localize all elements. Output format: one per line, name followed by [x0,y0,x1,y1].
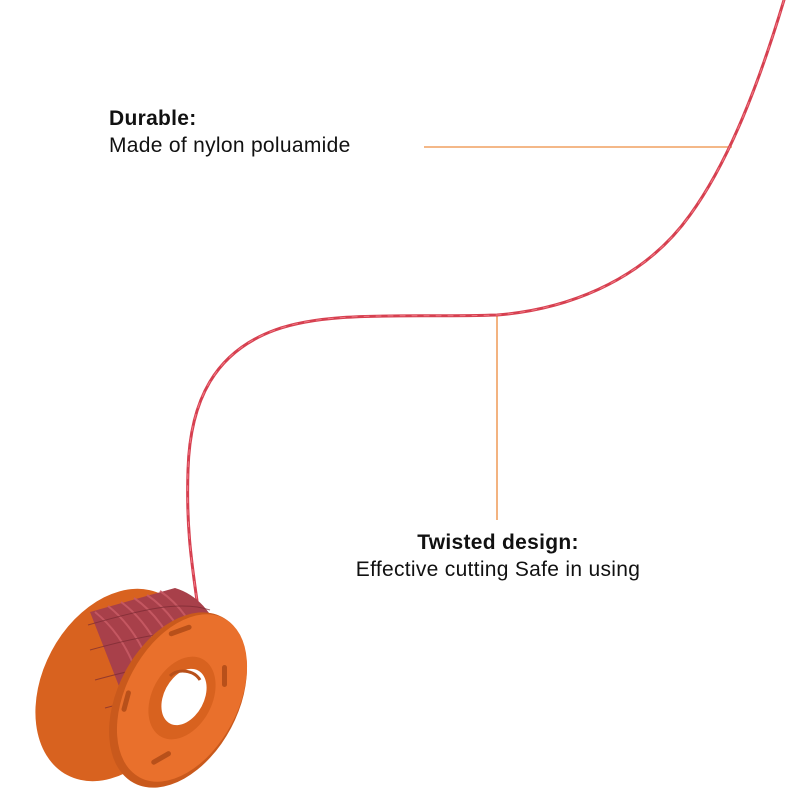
nylon-line-strand [186,0,786,617]
twisted-description: Effective cutting Safe in using [355,558,641,581]
durable-callout: Durable: Made of nylon poluamide [109,105,351,159]
twisted-title: Twisted design: [417,531,579,554]
durable-title: Durable: [109,107,197,130]
twisted-callout: Twisted design: Effective cutting Safe i… [300,529,696,583]
spool-hub-hole [161,668,207,726]
spool [35,588,248,788]
durable-description: Made of nylon poluamide [109,134,351,157]
